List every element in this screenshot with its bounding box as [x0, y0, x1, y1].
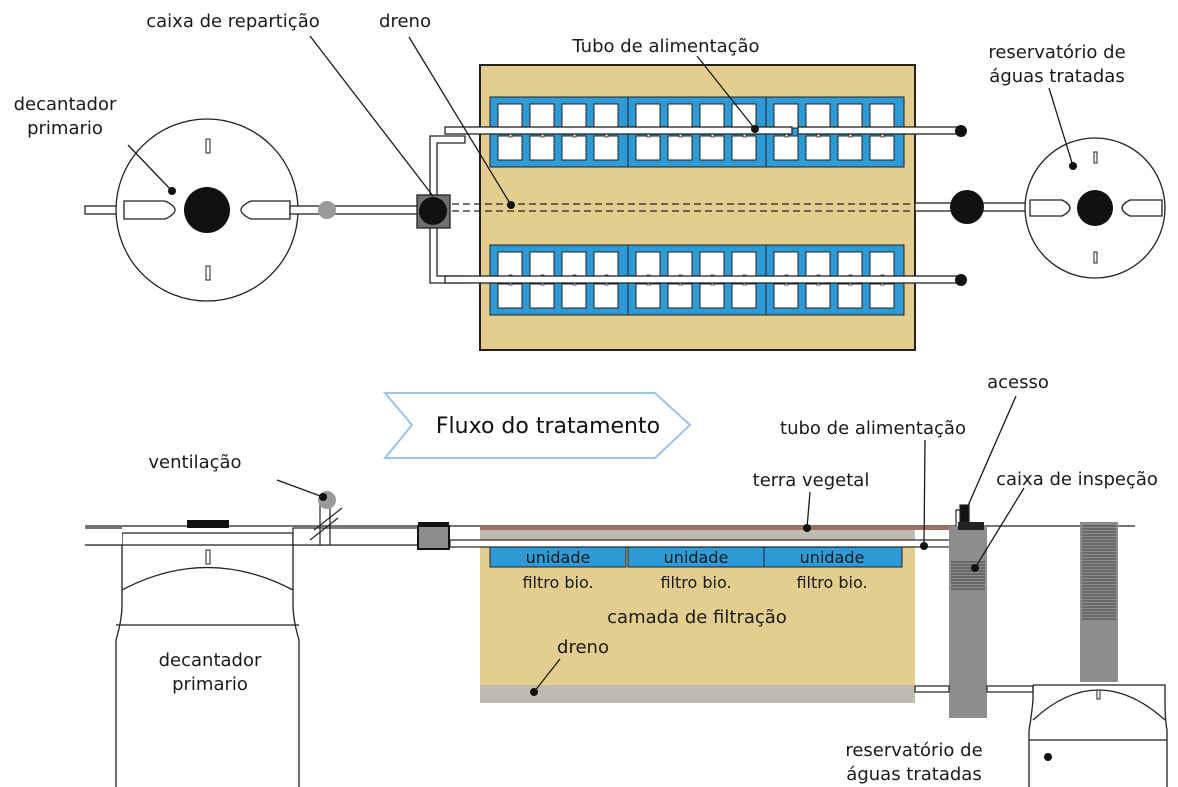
label-tubo-alimentacao-side: tubo de alimentação	[780, 418, 966, 439]
filter-cell	[529, 283, 555, 309]
filter-cell	[593, 103, 619, 129]
filter-cell	[699, 283, 725, 309]
filter-cell	[773, 135, 799, 161]
filter-cell	[561, 251, 587, 277]
top-view: decantador primario caixa de repartição …	[14, 11, 1166, 351]
filter-cell	[529, 251, 555, 277]
outlet-junction	[950, 190, 984, 224]
filter-cell	[667, 135, 693, 161]
ventilation-pipe	[309, 491, 343, 545]
unit-label-line1: unidade	[664, 548, 729, 567]
filter-unit-side: unidade filtro bio.	[627, 546, 765, 592]
filter-cell	[805, 135, 831, 161]
label-caixa-inspecao: caixa de inspeção	[996, 469, 1158, 490]
label-decantador-top-2: primario	[27, 118, 103, 139]
filter-cell	[837, 283, 863, 309]
filter-cell	[837, 103, 863, 129]
label-terra-vegetal: terra vegetal	[753, 470, 870, 491]
inspection-box	[949, 522, 987, 718]
label-tubo-alimentacao-top: Tubo de alimentação	[571, 36, 759, 57]
unit-label-line2: filtro bio.	[796, 573, 867, 592]
feed-pipe-end-1	[955, 125, 967, 137]
filter-cell	[773, 283, 799, 309]
label-reservatorio-top-1: reservatório de	[988, 42, 1125, 63]
filter-cell	[529, 103, 555, 129]
unit-label-line2: filtro bio.	[660, 573, 731, 592]
label-decantador-side-1: decantador	[159, 650, 262, 671]
filter-cell	[699, 103, 725, 129]
label-decantador-top-1: decantador	[14, 94, 117, 115]
filter-cell	[869, 251, 895, 277]
filter-cell	[731, 251, 757, 277]
filter-cell	[635, 283, 661, 309]
label-reservatorio-side-1: reservatório de	[845, 740, 982, 761]
filter-cell	[497, 135, 523, 161]
filter-cell	[561, 283, 587, 309]
distribution-box-side	[417, 525, 450, 550]
filter-cell	[561, 103, 587, 129]
filter-cell	[497, 283, 523, 309]
filter-cell	[497, 103, 523, 129]
primary-decanter-side	[85, 520, 300, 787]
filter-cell	[869, 103, 895, 129]
label-decantador-side-2: primario	[172, 674, 248, 695]
flow-label: Fluxo do tratamento	[436, 414, 660, 439]
decanter-center	[184, 187, 230, 233]
unit-label-line2: filtro bio.	[522, 573, 593, 592]
feed-pipe-end-2	[955, 274, 967, 286]
feed-pipe-side	[449, 539, 951, 548]
filter-cell	[773, 103, 799, 129]
filter-cell	[593, 251, 619, 277]
drain-gravel-layer	[480, 685, 915, 703]
label-reservatorio-top-2: águas tratadas	[989, 66, 1124, 87]
filter-cell	[837, 135, 863, 161]
filter-cell	[635, 135, 661, 161]
vent-top	[318, 201, 336, 219]
filter-cell	[805, 103, 831, 129]
label-caixa-reparticao: caixa de repartição	[146, 11, 320, 32]
flow-arrow: Fluxo do tratamento	[382, 392, 692, 459]
filter-cell	[731, 103, 757, 129]
filter-cell	[731, 283, 757, 309]
label-acesso: acesso	[987, 372, 1049, 393]
filter-cell	[773, 251, 799, 277]
filter-unit-side: unidade filtro bio.	[763, 546, 903, 592]
filter-cell	[699, 135, 725, 161]
filter-cell	[497, 251, 523, 277]
label-camada-filtracao: camada de filtração	[607, 607, 787, 628]
pipe-to-box	[289, 205, 419, 215]
filter-cell	[731, 135, 757, 161]
filter-cell	[593, 283, 619, 309]
unit-label-line1: unidade	[800, 548, 865, 567]
filter-cell	[667, 251, 693, 277]
label-dreno-top: dreno	[379, 11, 431, 32]
filter-unit-side: unidade filtro bio.	[489, 546, 627, 592]
filter-cell	[667, 283, 693, 309]
filter-cell	[635, 103, 661, 129]
topsoil-layer	[480, 526, 950, 530]
label-ventilacao: ventilação	[148, 452, 241, 473]
label-reservatorio-side-2: águas tratadas	[846, 764, 981, 785]
label-dreno-side: dreno	[557, 637, 609, 658]
filter-cell	[635, 251, 661, 277]
filter-cell	[593, 135, 619, 161]
filter-cell	[699, 251, 725, 277]
unit-label-line1: unidade	[526, 548, 591, 567]
treated-reservoir-top	[1024, 137, 1166, 279]
filter-cell	[837, 251, 863, 277]
filter-cell	[805, 251, 831, 277]
primary-decanter-top	[115, 118, 299, 302]
filter-cell	[869, 135, 895, 161]
filter-cell	[805, 283, 831, 309]
treated-reservoir-side	[1028, 522, 1168, 787]
filter-cell	[667, 103, 693, 129]
filter-cell	[561, 135, 587, 161]
filter-cell	[529, 135, 555, 161]
filter-cell	[869, 283, 895, 309]
